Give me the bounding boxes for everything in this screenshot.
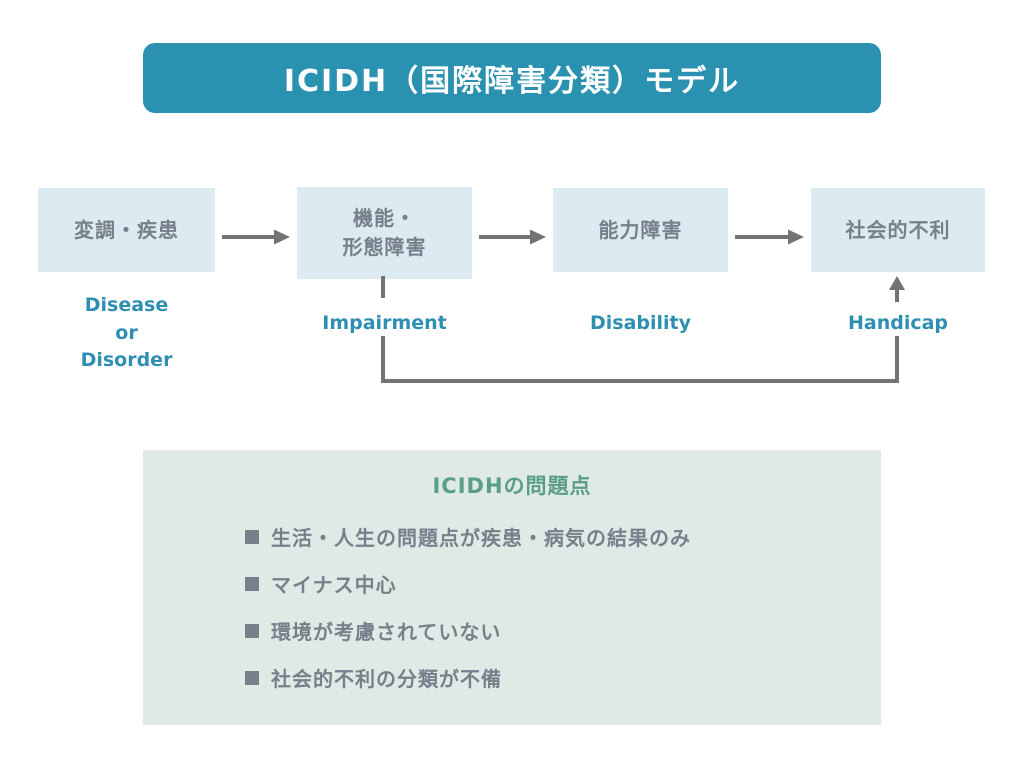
english-label-disability: Disability xyxy=(589,312,692,334)
flow-box-label: 機能・形態障害 xyxy=(342,206,427,259)
page-title: ICIDH（国際障害分類）モデル xyxy=(283,64,741,99)
english-label-handicap: Handicap xyxy=(847,312,949,334)
list-item-label: 環境が考慮されていない xyxy=(271,620,502,644)
flow-box-disability: 能力障害 xyxy=(553,188,728,272)
filled-square-bullet-icon xyxy=(245,577,259,591)
issues-panel-title: ICIDHの問題点 xyxy=(432,474,592,498)
filled-square-bullet-icon xyxy=(245,671,259,685)
flow-box-impairment: 機能・形態障害 xyxy=(297,187,472,279)
english-label-impairment: Impairment xyxy=(322,312,447,334)
arrow-right-icon xyxy=(222,228,290,246)
arrow-right-icon xyxy=(479,228,546,246)
filled-square-bullet-icon xyxy=(245,624,259,638)
flow-box-label: 能力障害 xyxy=(598,217,683,242)
list-item: 生活・人生の問題点が疾患・病気の結果のみ xyxy=(245,522,861,551)
list-item: マイナス中心 xyxy=(245,569,861,598)
flow-box-label: 変調・疾患 xyxy=(74,217,179,242)
flow-box-disease: 変調・疾患 xyxy=(38,188,215,272)
icidh-issues-panel: ICIDHの問題点 生活・人生の問題点が疾患・病気の結果のみ マイナス中心 環境… xyxy=(143,450,881,725)
header-banner: ICIDH（国際障害分類）モデル xyxy=(143,43,881,113)
list-item-label: 社会的不利の分類が不備 xyxy=(271,667,502,691)
feedback-arrow-up-icon xyxy=(370,276,915,396)
flow-box-label: 社会的不利 xyxy=(845,217,951,242)
arrow-right-icon xyxy=(735,228,804,246)
list-item: 環境が考慮されていない xyxy=(245,616,861,645)
flow-box-handicap: 社会的不利 xyxy=(811,188,985,272)
issues-list: 生活・人生の問題点が疾患・病気の結果のみ マイナス中心 環境が考慮されていない … xyxy=(245,522,861,710)
list-item: 社会的不利の分類が不備 xyxy=(245,663,861,692)
list-item-label: 生活・人生の問題点が疾患・病気の結果のみ xyxy=(271,526,691,550)
filled-square-bullet-icon xyxy=(245,530,259,544)
list-item-label: マイナス中心 xyxy=(271,573,397,597)
